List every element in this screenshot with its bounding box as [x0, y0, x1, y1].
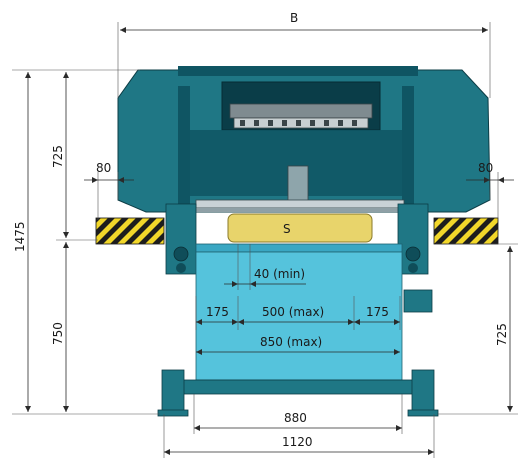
- hazard-stripe: [138, 218, 164, 244]
- base-inner-label: 880: [284, 411, 307, 425]
- dimension-side-left: 80: [84, 161, 134, 220]
- dimension-table-max: 850 (max): [196, 335, 400, 355]
- dimension-lower-height: 750: [51, 242, 69, 412]
- hazard-guard-left: [95, 217, 227, 245]
- hazard-stripe: [434, 218, 453, 237]
- hazard-guard-right: [433, 217, 519, 245]
- right-table-height-label: 725: [495, 323, 509, 346]
- side-bracket-left: [165, 203, 197, 275]
- hazard-stripe: [110, 218, 143, 244]
- dimension-stroke-row: 175 500 (max) 175: [195, 296, 401, 330]
- hazard-stripe: [476, 222, 498, 244]
- base-outer-label: 1120: [282, 435, 313, 449]
- hazard-stripe: [490, 236, 498, 244]
- clamp-mechanism: [229, 103, 373, 129]
- center-ram: [287, 165, 309, 205]
- hazard-stripe: [96, 218, 129, 244]
- dimension-base-outer: 1120: [163, 414, 435, 458]
- machine-frame: [117, 66, 491, 213]
- upper-height-label: 725: [51, 145, 65, 168]
- hazard-stripe: [96, 218, 101, 223]
- table-max-label: 850 (max): [260, 335, 322, 349]
- dimension-upper-height: 725: [51, 72, 98, 241]
- dimension-right-table-height: 725: [436, 243, 518, 415]
- lower-height-label: 750: [51, 322, 65, 345]
- hazard-stripe: [96, 218, 115, 237]
- hazard-stripe: [434, 218, 439, 223]
- hazard-stripe: [462, 218, 495, 244]
- side-right-label: 80: [478, 161, 493, 175]
- hazard-stripe: [152, 232, 164, 244]
- total-height-label: 1475: [13, 221, 27, 252]
- side-left-label: 80: [96, 161, 111, 175]
- blade-bar: [195, 199, 405, 212]
- base-frame: [157, 369, 439, 417]
- gap-min-label: 40 (min): [254, 267, 305, 281]
- left-margin-label: 175: [206, 305, 229, 319]
- dimension-overall-width: B: [117, 11, 491, 98]
- lower-table: [195, 243, 403, 381]
- hazard-stripe: [124, 218, 157, 244]
- dimension-side-right: 80: [466, 161, 514, 220]
- hazard-stripe: [434, 218, 467, 244]
- workpiece-blade: [227, 213, 373, 243]
- center-mark-label: S: [283, 222, 291, 236]
- hazard-stripe: [448, 218, 481, 244]
- dimension-total-height: 1475: [12, 69, 160, 415]
- hazard-stripe: [504, 218, 519, 244]
- hazard-stripe: [194, 218, 227, 244]
- stroke-max-label: 500 (max): [262, 305, 324, 319]
- dimension-gap-min: 40 (min): [224, 244, 306, 290]
- dimension-base-inner: 880: [193, 394, 403, 434]
- overall-width-label: B: [290, 11, 298, 25]
- right-margin-label: 175: [366, 305, 389, 319]
- side-bracket-right: [397, 203, 433, 313]
